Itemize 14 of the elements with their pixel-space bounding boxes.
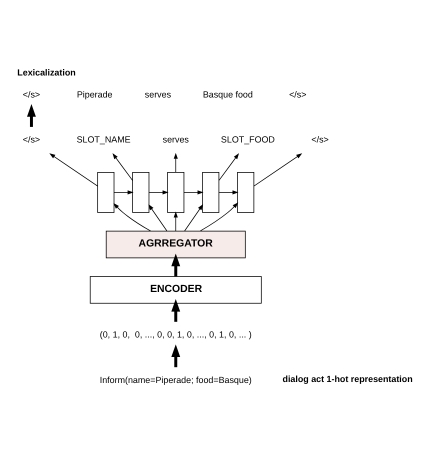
node-text: </s>	[311, 134, 329, 144]
node-text: Basque food	[202, 88, 253, 99]
node-text: </s>	[22, 88, 40, 99]
node-text: </s>	[22, 134, 40, 144]
node-text: serves	[162, 134, 189, 144]
diagram-title: Lexicalization	[17, 66, 76, 77]
node-text: (0, 1, 0, 0, ..., 0, 0, 1, 0, ..., 0, 1, 0, ... )	[100, 329, 252, 340]
node-text: SLOT_FOOD	[220, 134, 275, 144]
node-text: SLOT_NAME	[76, 134, 131, 144]
node-text: serves	[144, 88, 172, 99]
node-text: Inform(name=Piperade; food=Basque)	[100, 374, 252, 384]
node-text: </s>	[289, 88, 306, 99]
node-text: Piperade	[76, 88, 113, 99]
label: dialog act 1-hot representation	[282, 374, 413, 384]
